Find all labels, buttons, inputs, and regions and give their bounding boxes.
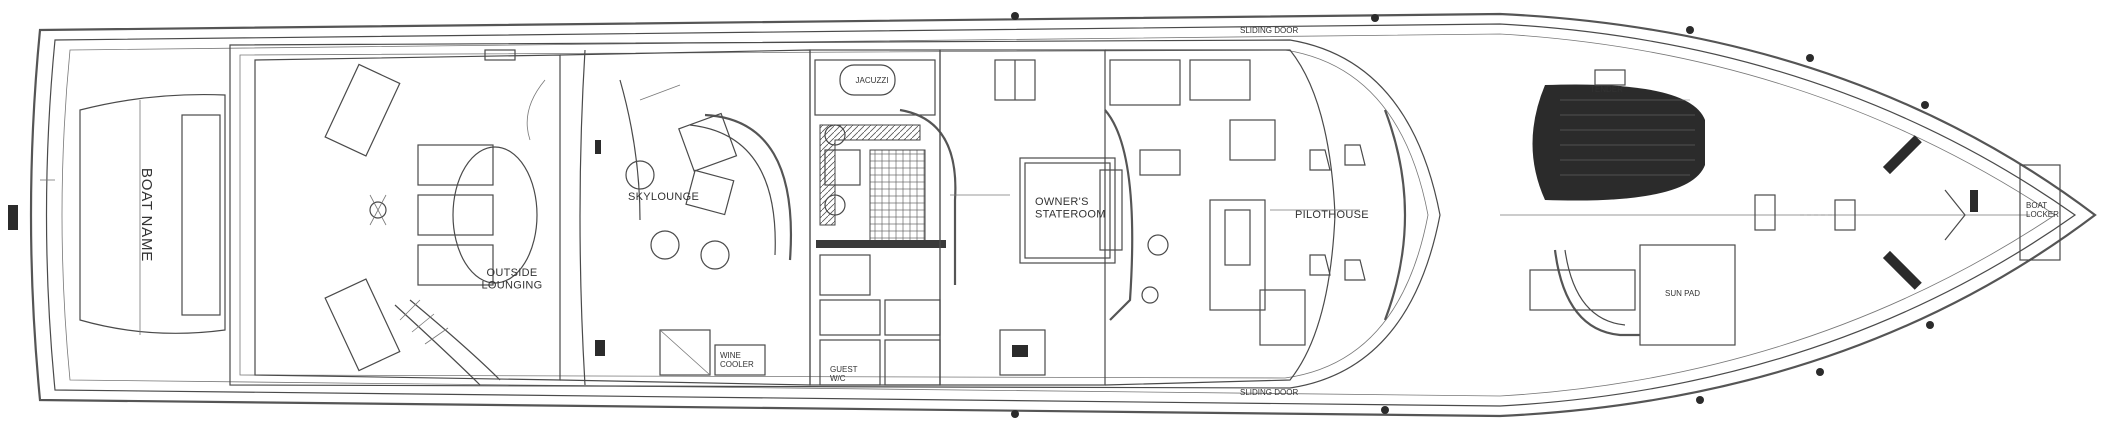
aft-deck <box>8 93 226 335</box>
boat-name-text: BOAT NAME <box>138 168 155 262</box>
hull-outline <box>29 12 2097 418</box>
sliding-door-top-label: SLIDING DOOR <box>1240 26 1298 35</box>
outside-lounging-area <box>254 49 561 386</box>
sun-pad-label: SUN PAD <box>1665 289 1700 298</box>
jacuzzi-label: JACUZZI <box>856 76 889 85</box>
skylounge-label: SKYLOUNGE <box>628 191 699 203</box>
boat-name-label: BOAT NAME <box>138 168 155 262</box>
sliding-door-bottom-label: SLIDING DOOR <box>1240 388 1298 397</box>
rail-stanchions <box>1011 12 1934 418</box>
foredeck-area <box>1500 69 2061 346</box>
tender-label: TENDER <box>1590 85 1623 94</box>
owners-stateroom-area <box>939 49 1181 386</box>
midship-cabins <box>809 49 957 386</box>
skylounge-area <box>559 49 811 386</box>
pilothouse-label: PILOTHOUSE <box>1295 209 1369 221</box>
pilothouse-area <box>1104 49 1407 386</box>
